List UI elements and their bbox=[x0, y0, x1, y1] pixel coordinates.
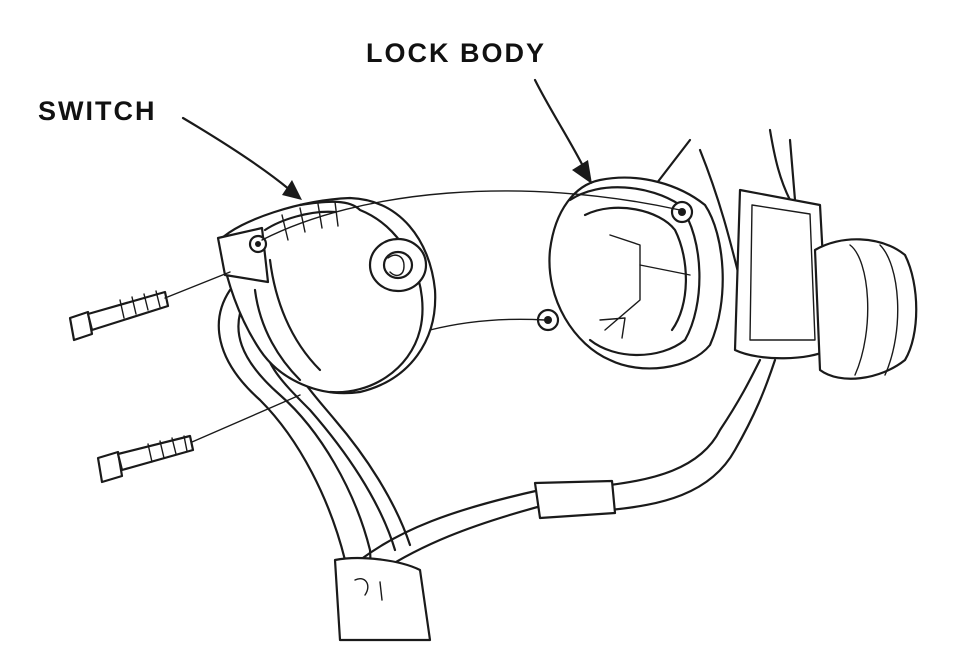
switch-arrow bbox=[181, 116, 302, 200]
alignment-lines bbox=[164, 190, 681, 443]
lock-body-arrow bbox=[533, 78, 592, 184]
lock-body-label: LOCK BODY bbox=[366, 38, 546, 68]
wiring-harness bbox=[217, 288, 777, 642]
upper-screw bbox=[68, 290, 170, 342]
lower-screw bbox=[96, 434, 195, 484]
right-connector bbox=[733, 188, 918, 380]
lock-body bbox=[536, 176, 724, 370]
switch-label: SWITCH bbox=[38, 96, 157, 126]
